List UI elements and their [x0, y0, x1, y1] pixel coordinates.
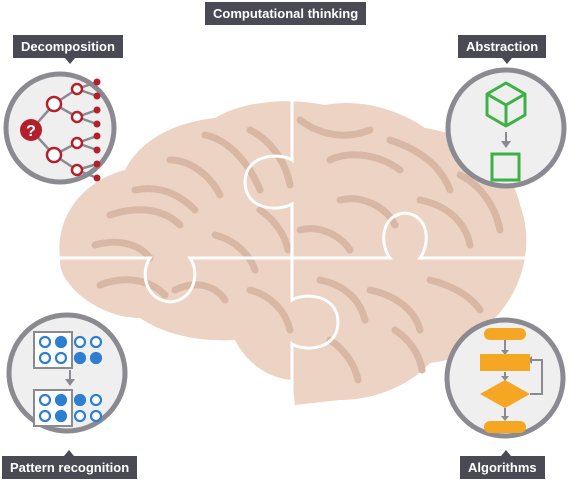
- decomposition-label: Decomposition: [13, 35, 123, 58]
- square-icon: [490, 152, 521, 182]
- algorithms-pointer: [501, 450, 511, 456]
- abstraction-label: Abstraction: [458, 35, 547, 58]
- abstraction-pointer: [502, 58, 512, 64]
- algorithms-icon: [444, 317, 566, 439]
- decomposition-icon: ?: [3, 71, 117, 185]
- decomposition-pointer: [65, 58, 75, 64]
- arrow-down-icon: [501, 132, 511, 148]
- cube-icon: [485, 81, 527, 128]
- title-label: Computational thinking: [205, 2, 367, 25]
- flowchart-shapes: [480, 328, 530, 433]
- algorithms-label: Algorithms: [460, 456, 545, 479]
- brain-illustration: [55, 100, 527, 408]
- pattern-recognition-pointer: [64, 450, 74, 456]
- arrow-down-icon: [65, 370, 75, 386]
- pattern-recognition-label: Pattern recognition: [2, 456, 138, 479]
- question-node: [20, 119, 42, 141]
- puzzle-seams: [55, 100, 525, 408]
- pattern-recognition-icon: [6, 312, 128, 434]
- question-mark: ?: [26, 123, 36, 140]
- abstraction-icon: [445, 67, 567, 189]
